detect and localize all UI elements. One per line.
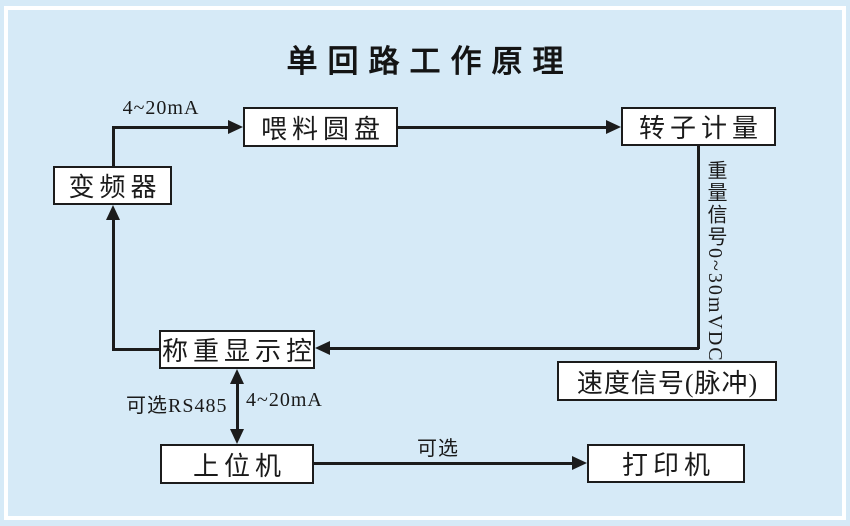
- arrowhead-into-host-computer: [230, 429, 244, 444]
- connector-controller-host: [235, 381, 239, 431]
- edge-label-rs485: 可选RS485: [126, 395, 228, 417]
- arrowhead-into-feeding-disc: [228, 120, 243, 134]
- node-weighing-controller: 称重显示控: [159, 330, 315, 369]
- node-printer: 打印机: [587, 444, 745, 483]
- connector-feeder-rotor: [398, 125, 607, 129]
- connector-rotor-controller-segment: [329, 346, 699, 350]
- node-host-computer: 上位机: [160, 444, 314, 484]
- diagram-title: 单回路工作原理: [286, 44, 574, 79]
- arrowhead-into-controller: [230, 369, 244, 384]
- edge-label-weight-signal: 重量信号0~30mVDC: [704, 160, 726, 363]
- connector-inverter-up-segment: [111, 125, 115, 167]
- edge-label-optional: 可选: [417, 438, 459, 460]
- connector-host-printer: [314, 461, 572, 465]
- connector-inverter-feeder-segment: [111, 125, 230, 129]
- node-inverter: 变频器: [53, 166, 172, 205]
- arrowhead-into-weighing-controller: [315, 341, 330, 355]
- connector-controller-inverter-segment: [111, 219, 115, 351]
- node-feeding-disc: 喂料圆盘: [243, 107, 398, 147]
- edge-label-4-20ma-bottom: 4~20mA: [246, 389, 323, 411]
- arrowhead-into-rotor-metering: [606, 120, 621, 134]
- arrowhead-into-printer: [572, 456, 587, 470]
- node-rotor-metering: 转子计量: [621, 107, 776, 146]
- connector-rotor-down-segment: [696, 145, 700, 349]
- node-speed-signal: 速度信号(脉冲): [557, 361, 777, 401]
- connector-controller-left-segment: [111, 347, 160, 351]
- arrowhead-into-inverter: [106, 205, 120, 220]
- edge-label-4-20ma-top: 4~20mA: [122, 97, 200, 119]
